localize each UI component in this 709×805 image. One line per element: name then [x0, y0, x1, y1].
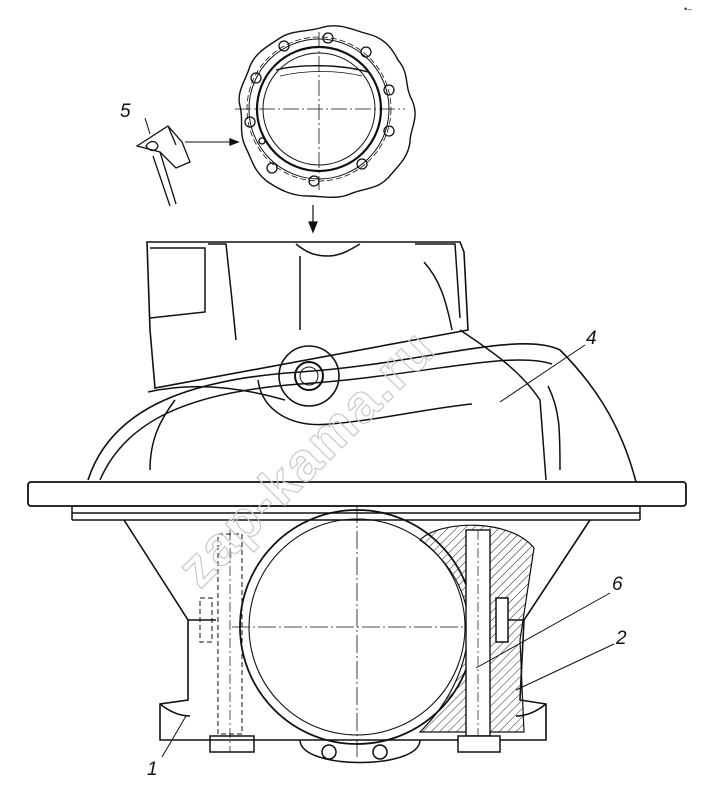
- view-arrow: [308, 205, 318, 234]
- lower-housing: [123, 505, 591, 764]
- leader-1: [161, 715, 187, 758]
- callout-1: 1: [147, 759, 158, 780]
- leader-4: [499, 344, 586, 403]
- callout-4: 4: [586, 328, 597, 349]
- part-5-detail: [135, 125, 240, 207]
- leader-5: [144, 117, 151, 135]
- leader-6: [475, 592, 611, 669]
- flange-detail-view: [235, 25, 416, 198]
- leader-2: [515, 643, 615, 691]
- bolt-holes: [244, 32, 395, 187]
- callout-5: 5: [120, 101, 131, 122]
- housing-main-body: [27, 241, 687, 521]
- callout-6: 6: [612, 574, 623, 595]
- leader-lines: [161, 344, 615, 758]
- corner-mark: •–: [684, 4, 692, 14]
- callout-2: 2: [615, 628, 627, 649]
